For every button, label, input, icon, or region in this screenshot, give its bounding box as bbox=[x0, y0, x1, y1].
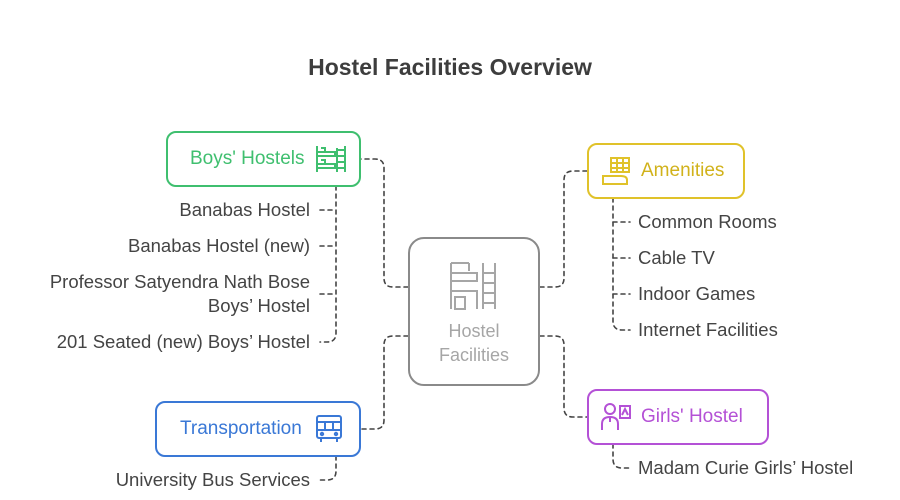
boys-item: 201 Seated (new) Boys’ Hostel bbox=[56, 331, 310, 352]
girls-items-trunk bbox=[612, 443, 631, 469]
girls-hostel-label: Girls' Hostel bbox=[641, 406, 743, 427]
boys-items-trunk bbox=[319, 185, 337, 343]
boys-item: Banabas Hostel bbox=[179, 199, 310, 220]
girls-hostel-node[interactable]: Girls' Hostel bbox=[587, 389, 769, 445]
boys-hostels-label: Boys' Hostels bbox=[190, 148, 305, 169]
amenities-item: Indoor Games bbox=[638, 283, 756, 304]
transportation-node[interactable]: Transportation bbox=[155, 401, 361, 457]
connector-transport bbox=[359, 335, 409, 430]
boys-item: Banabas Hostel (new) bbox=[127, 235, 310, 256]
girls-item: Madam Curie Girls’ Hostel bbox=[638, 457, 854, 478]
center-node[interactable]: Hostel Facilities bbox=[408, 237, 540, 386]
transport-item: University Bus Services bbox=[115, 469, 310, 490]
woman-id-icon bbox=[601, 403, 631, 430]
boys-item-line2: Boys’ Hostel bbox=[207, 295, 310, 316]
amenities-item: Common Rooms bbox=[638, 211, 777, 232]
connector-boys bbox=[359, 158, 409, 288]
bunk-bed-room-icon bbox=[450, 262, 496, 310]
building-tray-icon bbox=[602, 157, 630, 185]
amenities-item: Internet Facilities bbox=[638, 319, 778, 340]
amenities-items-trunk bbox=[612, 197, 631, 331]
diagram-title: Hostel Facilities Overview bbox=[308, 54, 592, 80]
boys-item-line1: Professor Satyendra Nath Bose bbox=[49, 271, 310, 292]
connector-girls bbox=[539, 335, 589, 418]
transportation-label: Transportation bbox=[180, 418, 302, 439]
transport-items-trunk bbox=[319, 455, 337, 481]
bus-icon bbox=[315, 415, 342, 442]
amenities-node[interactable]: Amenities bbox=[587, 143, 745, 199]
center-label-line1: Hostel bbox=[448, 321, 500, 341]
boys-hostels-node[interactable]: Boys' Hostels bbox=[166, 131, 361, 187]
connector-amenities bbox=[539, 170, 589, 288]
amenities-label: Amenities bbox=[641, 160, 725, 181]
amenities-item: Cable TV bbox=[638, 247, 715, 268]
center-label-line2: Facilities bbox=[438, 345, 509, 365]
bunk-bed-icon bbox=[315, 146, 346, 172]
